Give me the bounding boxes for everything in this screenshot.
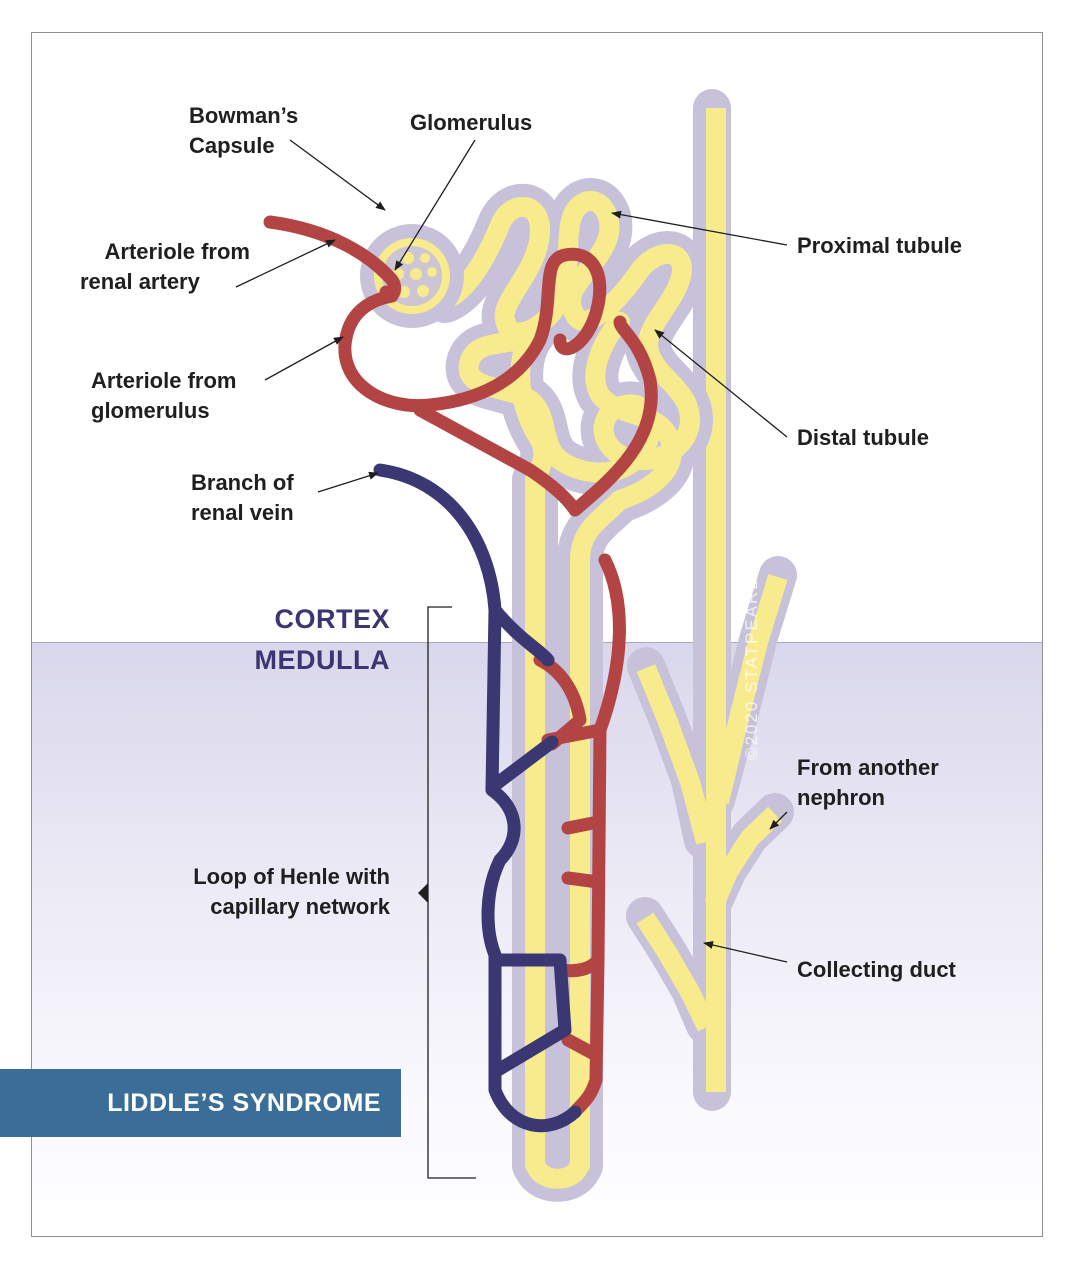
label-line: Capsule — [189, 133, 275, 158]
leader-vein — [317, 471, 379, 493]
leader-distal — [654, 329, 788, 438]
leader-another — [769, 811, 788, 830]
glomerulus-label: Glomerulus — [410, 110, 533, 135]
label-line: renal artery — [80, 269, 200, 294]
cortex-label: CORTEX — [274, 604, 390, 634]
leader-collecting — [703, 941, 788, 963]
watermark: ©2020 STATPEARLS PUBLISHING — [742, 435, 761, 760]
medulla-label: MEDULLA — [254, 645, 390, 675]
label-line: Branch of — [191, 470, 294, 495]
label-line: nephron — [797, 785, 885, 810]
collecting-duct — [626, 89, 797, 1111]
leader-arteriole-renal — [235, 239, 336, 288]
label-line: glomerulus — [91, 398, 210, 423]
collecting-duct-label: Collecting duct — [797, 957, 956, 982]
renal-vein-label: Branch of renal vein — [191, 468, 294, 528]
leader-lines — [235, 139, 788, 963]
label-line: From another — [797, 755, 939, 780]
label-line: Loop of Henle with — [193, 864, 390, 889]
loop-bracket — [427, 606, 476, 1179]
loop-of-henle-label: Loop of Henle with capillary network — [150, 862, 390, 922]
another-nephron-label: From another nephron — [797, 753, 939, 813]
label-line: Bowman’s — [189, 103, 299, 128]
leader-bowmans — [289, 139, 386, 211]
label-line: renal vein — [191, 500, 294, 525]
leader-glomerulus — [394, 139, 476, 271]
proximal-tubule-label: Proximal tubule — [797, 233, 963, 258]
syndrome-banner: LIDDLE’S SYNDROME — [0, 1069, 401, 1137]
glomerulus — [392, 252, 437, 298]
arteriole-glomerulus-label: Arteriole from glomerulus — [91, 366, 236, 426]
bowmans-capsule-label: Bowman’s Capsule — [189, 101, 298, 161]
leader-proximal — [611, 210, 788, 246]
arteriole-renal-artery-label: Arteriole from renal artery — [70, 237, 250, 297]
label-line: capillary network — [210, 894, 390, 919]
figure-border — [31, 32, 1043, 1237]
renal-vein — [373, 463, 582, 1133]
leader-arteriole-glom — [264, 336, 344, 381]
label-line: Arteriole from — [91, 368, 237, 393]
renal-arteriole — [263, 215, 658, 1119]
bracket-pointer — [418, 883, 428, 903]
distal-tubule-label: Distal tubule — [797, 425, 930, 450]
label-line: Arteriole from — [104, 239, 250, 264]
